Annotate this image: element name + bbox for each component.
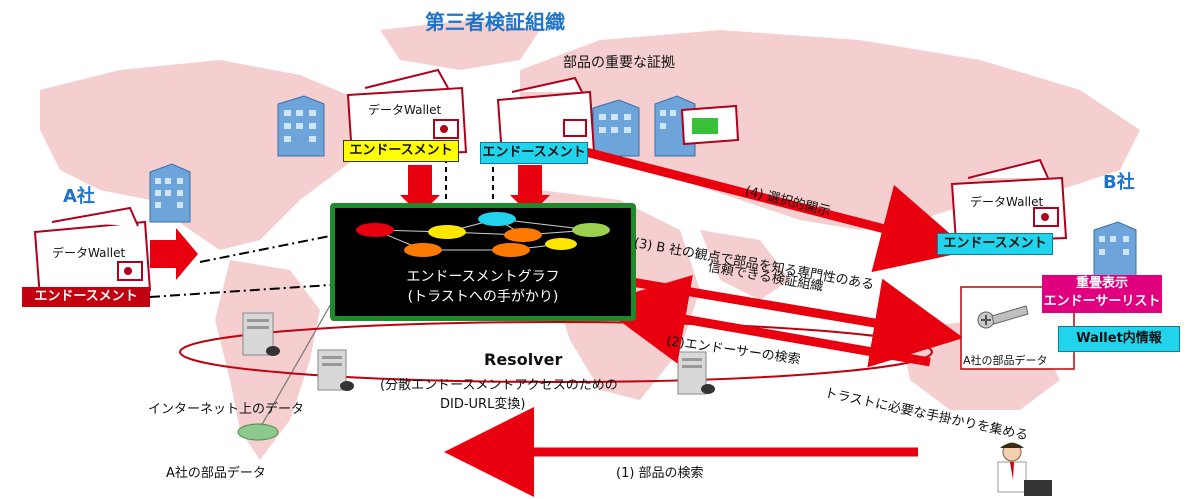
building-icon [592,99,640,157]
step2-arrow [596,274,931,367]
step1-label: (1) 部品の検索 [616,466,704,481]
wallet-clasp-icon [563,119,587,137]
evidence-label: 部品の重要な証拠 [563,55,675,71]
overlay-line: エンドーサーリスト [1043,294,1161,309]
green-card-icon [692,118,718,134]
building-icon [1093,221,1137,279]
down-arrow-icon [400,165,440,215]
b-parts-label: A社の部品データ [963,354,1048,367]
resolver-desc: (分散エンドースメントアクセスのための [380,378,618,393]
page-title: 第三者検証組織 [425,10,565,34]
a-parts-data-label: A社の部品データ [166,466,266,481]
endorsement-tag: エンドースメント [22,287,150,307]
resolver-title: Resolver [484,350,563,369]
wallet-label: データWallet [970,195,1044,209]
overlay-badge: 重畳表示 エンドーサーリスト [1042,275,1162,313]
internet-data-node [237,423,279,441]
wallet-label: データWallet [52,246,126,260]
wallet-label: データWallet [368,103,442,117]
endorsement-tag: エンドースメント [937,233,1053,255]
graph-title: エンドースメントグラフ [406,269,560,285]
connector-line [199,235,331,263]
endorsement-tag: エンドースメント [480,142,588,164]
down-arrow-icon [510,165,550,215]
graph-node [545,238,577,250]
graph-node [404,243,442,257]
graph-node [492,243,530,257]
internet-data-label: インターネット上のデータ [148,402,305,417]
graph-subtitle: (トラストへの手がかり) [407,289,559,305]
screw-icon [977,305,1029,329]
graph-network [356,212,610,257]
graph-node [478,212,516,226]
endorsement-graph: エンドースメントグラフ (トラストへの手がかり) [330,203,636,321]
wallet-info-badge: Wallet内情報 [1058,326,1180,352]
step4-arrow [584,147,970,273]
server-icon [677,351,715,395]
right-arrow-icon [150,228,198,280]
company-b-label: B社 [1103,172,1135,193]
building-icon [277,95,325,157]
resolver-desc-2: DID-URL変換) [440,397,526,412]
graph-node [572,223,610,237]
wallet-icon [496,76,596,158]
endorsement-tag: エンドースメント [343,140,459,162]
graph-node [428,225,466,239]
graph-node [356,223,394,237]
server-icon [242,312,280,356]
person-icon [997,442,1052,496]
overlay-line: 重畳表示 [1075,276,1128,291]
graph-node [504,228,542,242]
server-icon [317,349,354,391]
company-a-label: A社 [63,186,95,207]
building-icon [149,163,191,223]
